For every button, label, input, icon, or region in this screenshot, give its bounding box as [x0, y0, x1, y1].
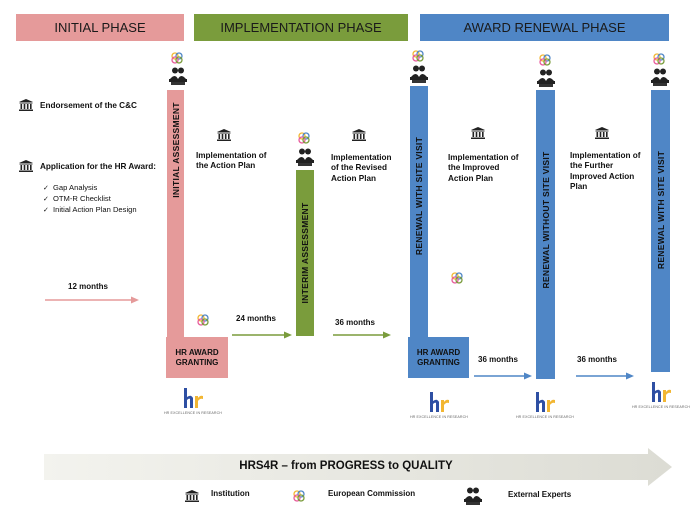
duration-arrow — [576, 372, 634, 380]
institution-icon — [352, 129, 366, 141]
checklist-item: ✓OTM-R Checklist — [43, 194, 111, 203]
award-granting-box: HR AWARD GRANTING — [408, 337, 469, 378]
experts-icon — [410, 65, 428, 83]
commission-icon — [539, 54, 551, 66]
hr-logo-caption: HR EXCELLENCE IN RESEARCH — [515, 415, 575, 419]
phase-initial: INITIAL PHASE — [16, 14, 184, 41]
institution-icon — [185, 490, 199, 502]
checkmark-icon: ✓ — [43, 185, 49, 192]
experts-icon — [169, 67, 187, 85]
legend-commission: European Commission — [328, 489, 416, 498]
phase-renewal: AWARD RENEWAL PHASE — [420, 14, 669, 41]
experts-icon — [296, 148, 314, 166]
institution-icon — [595, 127, 609, 139]
commission-icon — [298, 132, 310, 144]
phase-initial-label: INITIAL PHASE — [54, 20, 146, 35]
duration-label: 36 months — [577, 355, 618, 364]
application-label: Application for the HR Award: — [40, 162, 156, 171]
renewal-site-visit-label-2: RENEWAL WITH SITE VISIT — [655, 150, 666, 270]
renewal-site-visit-bar: RENEWAL WITH SITE VISIT — [410, 86, 428, 378]
institution-icon — [19, 99, 33, 111]
hr-logo: HR EXCELLENCE IN RESEARCH — [630, 380, 692, 409]
initial-assessment-bar: INITIAL ASSESSMENT — [167, 90, 184, 378]
endorsement-label: Endorsement of the C&C — [40, 101, 137, 110]
award-granting-box: HR AWARD GRANTING — [166, 337, 228, 378]
experts-icon — [537, 69, 555, 87]
experts-icon — [651, 68, 669, 86]
interim-assessment-bar: INTERIM ASSESSMENT — [296, 170, 314, 336]
hr-logo-caption: HR EXCELLENCE IN RESEARCH — [409, 415, 469, 419]
hr-logo-caption: HR EXCELLENCE IN RESEARCH — [163, 411, 223, 415]
commission-icon — [451, 272, 463, 284]
implementation-label: Implementation of the Action Plan — [196, 151, 267, 171]
hr-logo: HR EXCELLENCE IN RESEARCH — [514, 390, 576, 419]
duration-arrow — [333, 331, 391, 339]
award-granting-label: HR AWARD GRANTING — [416, 347, 461, 367]
checklist-item: ✓Initial Action Plan Design — [43, 205, 137, 214]
phase-implementation-label: IMPLEMENTATION PHASE — [220, 20, 382, 35]
experts-icon — [464, 487, 482, 505]
hr-logo: HR EXCELLENCE IN RESEARCH — [162, 386, 224, 415]
hr-logo-mark — [652, 382, 671, 402]
hr-logo-mark — [184, 388, 203, 408]
initial-assessment-label: INITIAL ASSESSMENT — [170, 102, 181, 198]
duration-label: 24 months — [236, 314, 277, 323]
checkmark-icon: ✓ — [43, 196, 49, 203]
checkmark-icon: ✓ — [43, 207, 49, 214]
renewal-no-site-visit-label: RENEWAL WITHOUT SITE VISIT — [540, 151, 551, 289]
duration-label: 36 months — [478, 355, 519, 364]
hr-logo-caption: HR EXCELLENCE IN RESEARCH — [631, 405, 691, 409]
banner-title: HRS4R – from PROGRESS to QUALITY — [239, 460, 453, 472]
duration-arrow — [474, 372, 532, 380]
award-granting-label: HR AWARD GRANTING — [175, 347, 219, 367]
commission-icon — [412, 50, 424, 62]
legend-institution: Institution — [211, 489, 250, 498]
renewal-site-visit-bar-2: RENEWAL WITH SITE VISIT — [651, 90, 670, 372]
phase-renewal-label: AWARD RENEWAL PHASE — [463, 20, 626, 35]
implementation-label: Implementation of the Revised Action Pla… — [331, 153, 392, 183]
renewal-no-site-visit-bar: RENEWAL WITHOUT SITE VISIT — [536, 90, 555, 379]
checklist-item: ✓Gap Analysis — [43, 183, 98, 192]
duration-arrow — [232, 331, 292, 339]
commission-icon — [197, 314, 209, 326]
duration-arrow — [45, 296, 139, 304]
institution-icon — [19, 160, 33, 172]
legend-experts: External Experts — [508, 490, 572, 499]
checklist: ✓Gap Analysis ✓OTM-R Checklist ✓Initial … — [43, 183, 137, 216]
commission-icon — [653, 53, 665, 65]
hr-logo: HR EXCELLENCE IN RESEARCH — [408, 390, 470, 419]
hr-logo-mark — [430, 392, 449, 412]
phase-implementation: IMPLEMENTATION PHASE — [194, 14, 408, 41]
commission-icon — [293, 490, 305, 502]
implementation-label: Implementation of the Improved Action Pl… — [448, 153, 519, 183]
renewal-site-visit-label: RENEWAL WITH SITE VISIT — [414, 136, 424, 256]
commission-icon — [171, 52, 183, 64]
implementation-label: Implementation of the Further Improved A… — [570, 151, 641, 191]
progress-banner-arrow — [44, 448, 672, 486]
hr-logo-mark — [536, 392, 555, 412]
interim-assessment-label: INTERIM ASSESSMENT — [300, 202, 310, 304]
duration-label: 12 months — [68, 282, 109, 291]
duration-label: 36 months — [335, 318, 376, 327]
institution-icon — [217, 129, 231, 141]
institution-icon — [471, 127, 485, 139]
